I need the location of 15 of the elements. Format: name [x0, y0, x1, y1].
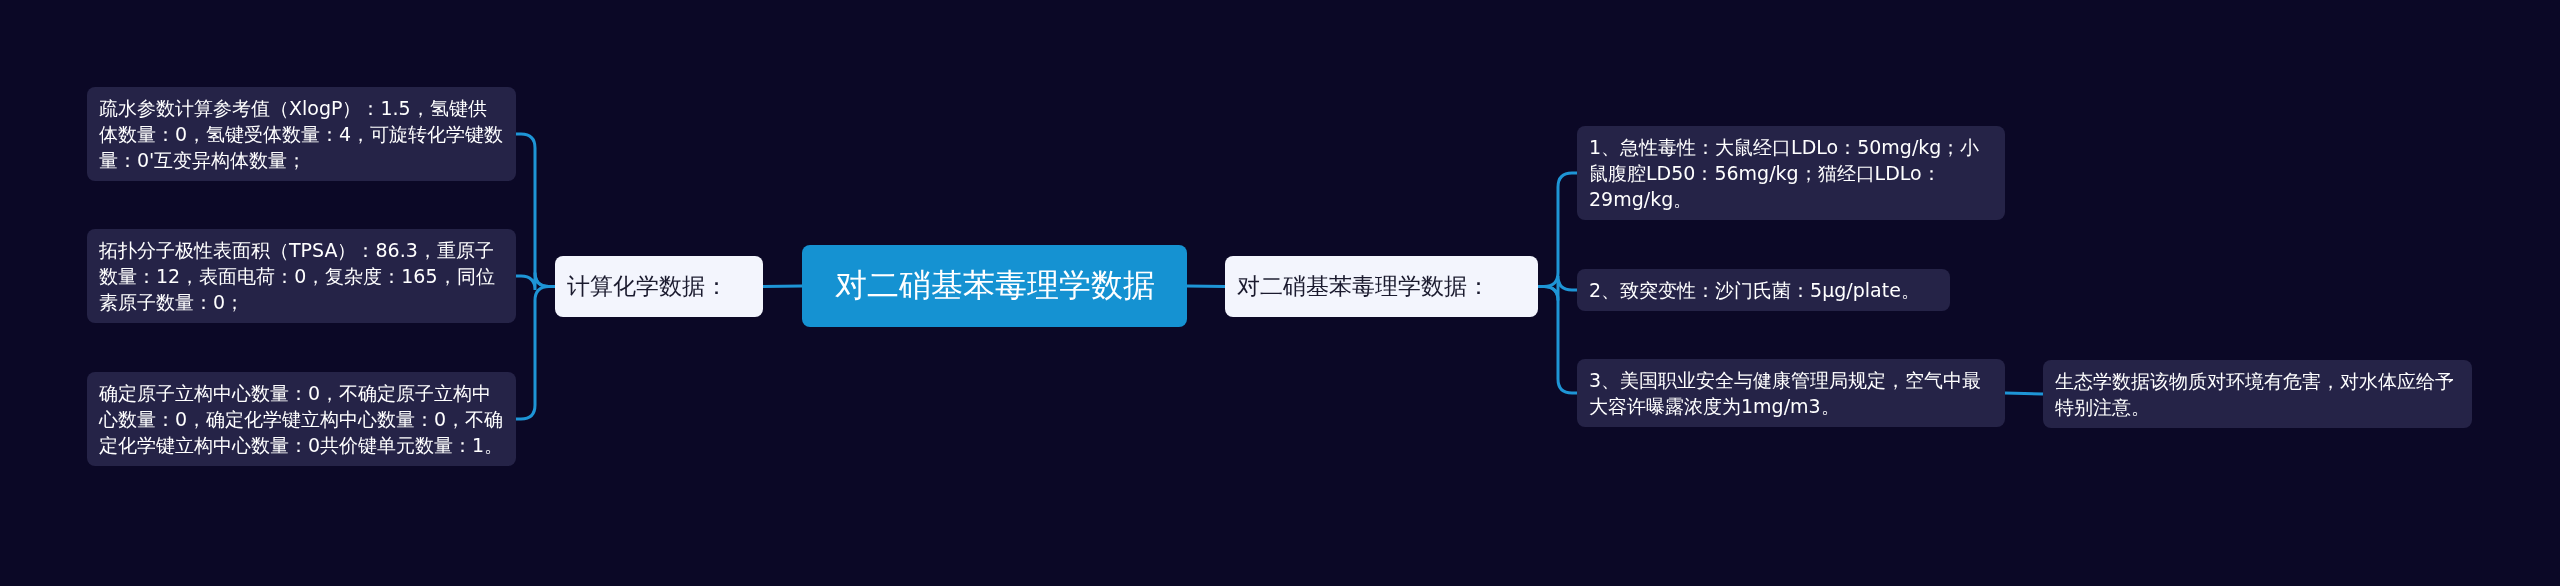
branch-box: 计算化学数据：	[555, 256, 763, 317]
leaf-box: 生态学数据该物质对环境有危害，对水体应给予特别注意。	[2043, 360, 2472, 428]
connector-line	[516, 285, 555, 421]
leaf-box: 确定原子立构中心数量：0，不确定原子立构中心数量：0，确定化学键立构中心数量：0，不确定化学键立构中心数量：0共价键单元数量：1。	[87, 372, 516, 466]
leaf-box: 1、急性毒性：大鼠经口LDLo：50mg/kg；小鼠腹腔LD50：56mg/kg；猫经口LDLo：29mg/kg。	[1577, 126, 2005, 220]
connector-line	[1538, 285, 1577, 395]
connector-line	[2004, 391, 2044, 396]
connector-line	[762, 284, 803, 288]
connector-line	[1186, 284, 1226, 288]
leaf-box: 疏水参数计算参考值（XlogP）：1.5，氢键供体数量：0，氢键受体数量：4，可旋转化学键数量：0'互变异构体数量；	[87, 87, 516, 181]
leaf-box: 拓扑分子极性表面积（TPSA）：86.3，重原子数量：12，表面电荷：0，复杂度：165，同位素原子数量：0；	[87, 229, 516, 323]
branch-box: 对二硝基苯毒理学数据：	[1225, 256, 1538, 317]
leaf-box: 3、美国职业安全与健康管理局规定，空气中最大容许曝露浓度为1mg/m3。	[1577, 359, 2005, 427]
topic-box: 对二硝基苯毒理学数据	[802, 245, 1187, 327]
leaf-box: 2、致突变性：沙门氏菌：5μg/plate。	[1577, 269, 1950, 311]
